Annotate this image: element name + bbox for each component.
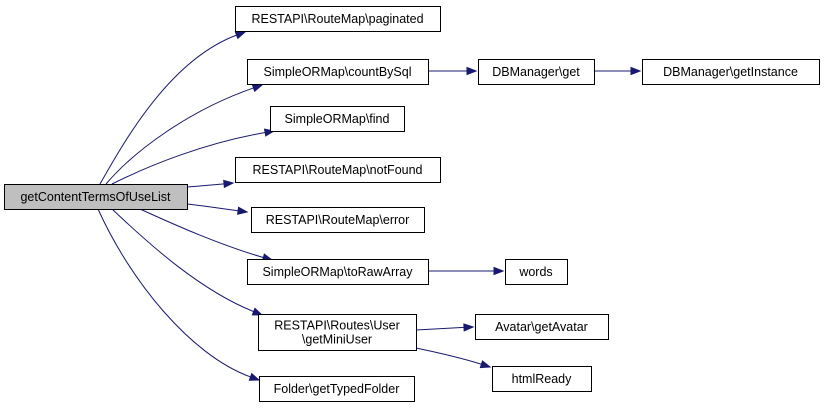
edge-line: [139, 208, 264, 258]
node-countBySql[interactable]: SimpleORMap\countBySql: [247, 59, 429, 85]
node-getInstance[interactable]: DBManager\getInstance: [642, 59, 820, 85]
edge-line: [186, 183, 225, 188]
edge-root-to-error: [186, 203, 249, 215]
function-nodes: getContentTermsOfUseListRESTAPI\RouteMap…: [4, 6, 820, 402]
node-label: DBManager\get: [492, 65, 580, 79]
node-label: htmlReady: [512, 372, 572, 386]
arrowhead: [463, 323, 475, 332]
edge-line: [111, 132, 266, 185]
edge-root-to-notFound: [186, 179, 235, 189]
edge-line: [105, 87, 254, 185]
node-box[interactable]: [505, 259, 568, 285]
node-box[interactable]: [270, 106, 405, 132]
edge-root-to-getMiniUser: [111, 208, 264, 316]
node-label: DBManager\getInstance: [663, 65, 798, 79]
arrowhead: [237, 206, 249, 215]
node-box[interactable]: [492, 366, 592, 392]
node-getAvatar[interactable]: Avatar\getAvatar: [475, 314, 609, 340]
edge-line: [97, 208, 251, 378]
node-box[interactable]: [478, 59, 595, 85]
node-error[interactable]: RESTAPI\RouteMap\error: [251, 207, 425, 233]
node-label: RESTAPI\RouteMap\notFound: [253, 163, 423, 177]
edge-root-to-getTypedFolder: [97, 208, 261, 381]
node-box[interactable]: [251, 207, 425, 233]
node-getTypedFolder[interactable]: Folder\getTypedFolder: [259, 376, 415, 402]
node-paginated[interactable]: RESTAPI\RouteMap\paginated: [235, 6, 441, 32]
node-box[interactable]: [247, 59, 429, 85]
arrowhead: [630, 66, 642, 76]
node-label: Folder\getTypedFolder: [274, 382, 400, 396]
node-find[interactable]: SimpleORMap\find: [270, 106, 405, 132]
node-label: Avatar\getAvatar: [495, 320, 588, 334]
node-words[interactable]: words: [505, 259, 568, 285]
node-box[interactable]: [642, 59, 820, 85]
arrowhead: [493, 266, 505, 276]
node-label: words: [518, 265, 552, 279]
node-getMiniUser[interactable]: RESTAPI\Routes\User\getMiniUser: [258, 314, 417, 351]
node-root[interactable]: getContentTermsOfUseList: [4, 184, 188, 210]
arrowhead: [223, 179, 235, 189]
node-htmlReady[interactable]: htmlReady: [492, 366, 592, 392]
node-notFound[interactable]: RESTAPI\RouteMap\notFound: [235, 157, 441, 183]
arrowhead: [248, 372, 261, 381]
node-box[interactable]: [258, 314, 417, 351]
node-box[interactable]: [475, 314, 609, 340]
edge-root-to-paginated: [99, 31, 247, 185]
edge-countBySql-to-dbGet: [428, 66, 478, 76]
node-label: SimpleORMap\countBySql: [264, 65, 412, 79]
node-box[interactable]: [247, 259, 429, 285]
node-box[interactable]: [4, 184, 188, 210]
edge-getMiniUser-to-htmlReady: [415, 347, 492, 369]
edge-line: [186, 203, 239, 212]
arrowhead: [251, 307, 264, 316]
node-label: SimpleORMap\find: [285, 112, 390, 126]
edge-line: [415, 347, 482, 365]
edge-toRawArray-to-words: [427, 266, 505, 276]
edge-getMiniUser-to-getAvatar: [415, 323, 475, 332]
node-label: RESTAPI\RouteMap\error: [266, 213, 410, 227]
node-label: RESTAPI\RouteMap\paginated: [251, 12, 423, 26]
node-label: \getMiniUser: [302, 333, 372, 347]
node-dbGet[interactable]: DBManager\get: [478, 59, 595, 85]
node-box[interactable]: [235, 6, 441, 32]
node-label: getContentTermsOfUseList: [20, 190, 171, 204]
call-edges: [97, 31, 642, 381]
arrowhead: [466, 66, 478, 76]
arrowhead: [251, 84, 264, 93]
node-box[interactable]: [235, 157, 441, 183]
edge-line: [99, 34, 237, 185]
edge-line: [111, 208, 254, 313]
edge-line: [415, 326, 465, 331]
node-box[interactable]: [259, 376, 415, 402]
node-toRawArray[interactable]: SimpleORMap\toRawArray: [247, 259, 429, 285]
arrowhead: [479, 360, 492, 369]
node-label: SimpleORMap\toRawArray: [262, 265, 413, 279]
edge-dbGet-to-getInstance: [594, 66, 642, 76]
node-label: RESTAPI\Routes\User: [274, 319, 400, 333]
arrowhead: [234, 31, 247, 40]
